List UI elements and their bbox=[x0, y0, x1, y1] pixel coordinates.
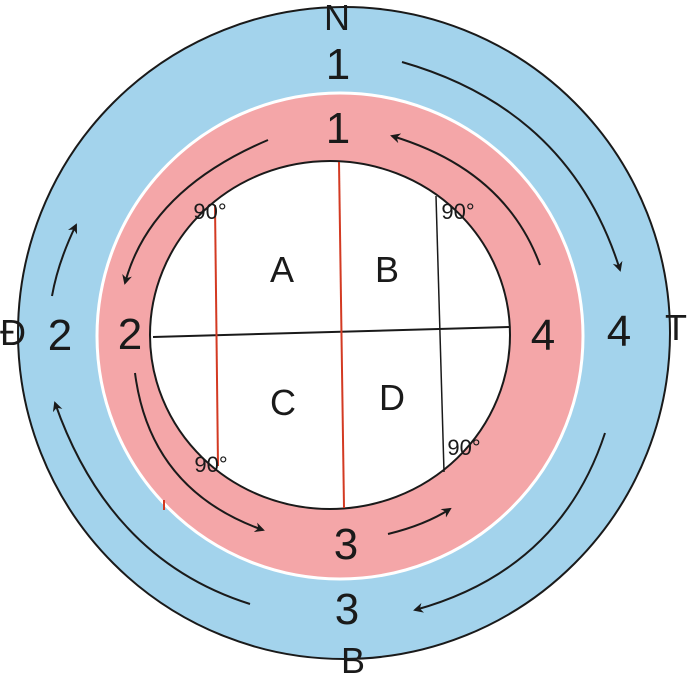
quadrant-c: C bbox=[270, 382, 296, 423]
angle-label-bottom-left: 90° bbox=[194, 452, 227, 477]
inner-number-left: 2 bbox=[118, 310, 142, 359]
quadrant-a: A bbox=[270, 249, 294, 290]
horizontal-divider bbox=[152, 326, 511, 338]
angle-label-top-right: 90° bbox=[441, 199, 474, 224]
inner-arrow-bottom-right bbox=[387, 507, 452, 535]
right-chord bbox=[435, 195, 445, 473]
quadrant-b: B bbox=[375, 249, 399, 290]
outer-arrow-right-down bbox=[413, 432, 606, 613]
outer-number-left: 2 bbox=[48, 311, 72, 360]
outer-arrow-left-up bbox=[51, 223, 77, 297]
quadrant-d: D bbox=[379, 377, 405, 418]
inner-arrow-bottom-left bbox=[134, 372, 265, 533]
outer-number-top: 1 bbox=[326, 40, 350, 89]
angle-label-top-left: 90° bbox=[193, 199, 226, 224]
direction-south: B bbox=[341, 640, 365, 675]
inner-number-top: 1 bbox=[326, 104, 350, 153]
outer-number-bottom: 3 bbox=[335, 585, 359, 634]
direction-north: N bbox=[324, 0, 350, 38]
inner-arrow-top-right bbox=[390, 133, 541, 266]
inner-number-bottom: 3 bbox=[334, 520, 358, 569]
direction-east: T bbox=[665, 307, 687, 348]
left-chord bbox=[214, 204, 219, 467]
inner-arrow-top-left bbox=[122, 139, 269, 285]
vertical-divider bbox=[338, 161, 345, 509]
angle-label-bottom-right: 90° bbox=[447, 435, 480, 460]
direction-west: Đ bbox=[0, 312, 26, 353]
center-disk bbox=[149, 160, 511, 510]
outer-arrow-left-down bbox=[52, 401, 251, 605]
inner-number-right: 4 bbox=[531, 311, 555, 360]
outer-arrow-top-right bbox=[401, 61, 623, 272]
outer-number-right: 4 bbox=[607, 307, 631, 356]
